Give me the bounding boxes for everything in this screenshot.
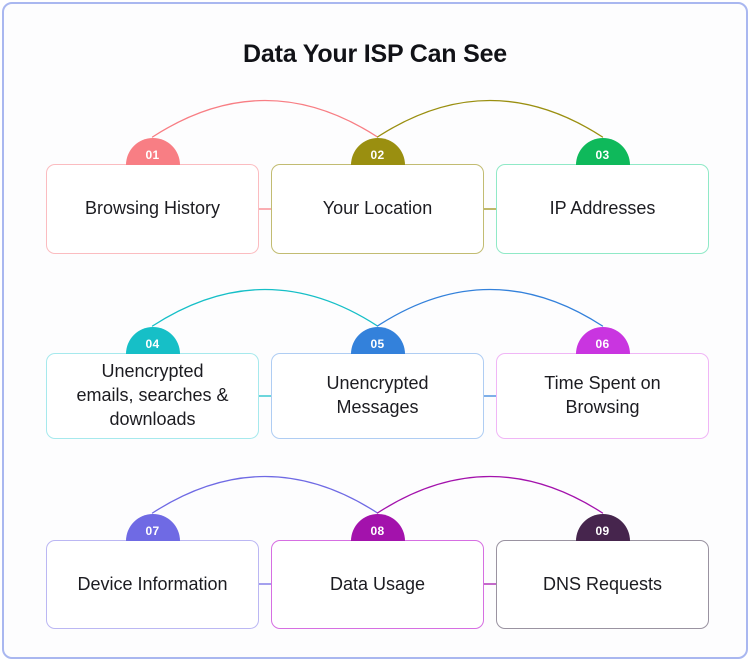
card-label: Time Spent on Browsing — [544, 373, 661, 417]
card-ip-addresses: 03 IP Addresses — [496, 138, 709, 254]
card-label: Unencrypted emails, searches & downloads — [76, 361, 229, 429]
step-number: 03 — [595, 148, 610, 162]
step-number: 07 — [145, 524, 160, 538]
connector-arcs — [151, 99, 604, 585]
card-label: Unencrypted Messages — [326, 373, 429, 417]
card-label: Browsing History — [84, 198, 221, 219]
step-number: 09 — [595, 524, 610, 538]
card-device-information: 07 Device Information — [46, 514, 259, 629]
step-number: 08 — [370, 524, 385, 538]
arc-07-08 — [151, 475, 379, 514]
card-time-spent-browsing: 06 Time Spent on Browsing — [496, 327, 709, 439]
card-label: Your Location — [322, 198, 433, 219]
card-unencrypted-messages: 05 Unencrypted Messages — [271, 327, 484, 439]
card-label: Device Information — [77, 573, 228, 594]
step-number: 01 — [145, 148, 160, 162]
arc-04-05 — [151, 288, 379, 327]
arc-08-09 — [376, 475, 604, 514]
card-label: DNS Requests — [542, 573, 663, 594]
card-browsing-history: 01 Browsing History — [46, 138, 259, 254]
card-dns-requests: 09 DNS Requests — [496, 514, 709, 629]
step-number: 02 — [370, 148, 385, 162]
arc-01-02 — [151, 99, 379, 138]
arc-05-06 — [376, 288, 604, 327]
card-label: IP Addresses — [549, 198, 656, 219]
card-your-location: 02 Your Location — [271, 138, 484, 254]
card-unencrypted-data: 04 Unencrypted emails, searches & downlo… — [46, 327, 259, 439]
step-number: 06 — [595, 337, 610, 351]
card-label: Data Usage — [329, 573, 426, 594]
step-number: 05 — [370, 337, 385, 351]
page-title: Data Your ISP Can See — [243, 40, 507, 68]
arc-02-03 — [376, 99, 604, 138]
step-number: 04 — [145, 337, 160, 351]
card-data-usage: 08 Data Usage — [271, 514, 484, 629]
